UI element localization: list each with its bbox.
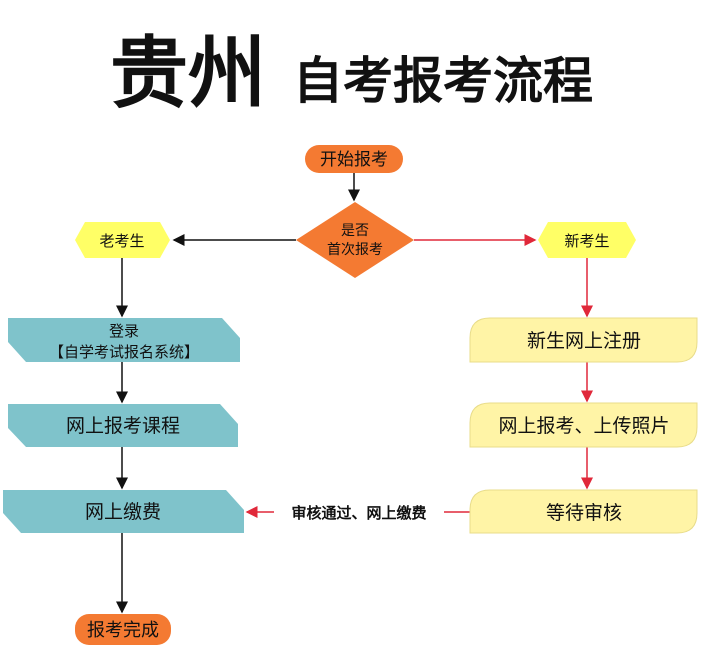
node-review [469,489,698,534]
node-old-label: 老考生 [99,232,144,250]
title-main: 贵州 [110,29,266,119]
node-start-label: 开始报考 [320,150,388,170]
node-login-label-1: 登录 [109,322,139,340]
node-done [75,614,171,645]
node-register [469,317,698,363]
node-courses-label: 网上报考课程 [66,415,180,437]
node-start [305,145,403,173]
node-review-label: 等待审核 [546,502,622,524]
edge-label: 审核通过、网上缴费 [291,504,426,522]
node-decision-label-2: 首次报考 [327,242,383,258]
node-upload [469,402,698,448]
node-login [8,318,240,362]
node-old [75,222,170,258]
node-new-label: 新考生 [564,232,609,250]
node-done-label: 报考完成 [87,620,159,641]
node-pay-label: 网上缴费 [85,501,161,523]
node-login-label-2: 【自学考试报名系统】 [49,343,199,361]
title-sub: 自考报考流程 [293,52,593,110]
node-upload-label: 网上报考、上传照片 [498,415,669,437]
node-courses [8,404,238,447]
node-decision-label-1: 是否 [341,223,369,239]
node-register-label: 新生网上注册 [527,330,641,352]
node-pay [3,490,244,533]
node-new [538,222,636,258]
node-decision [296,202,414,278]
